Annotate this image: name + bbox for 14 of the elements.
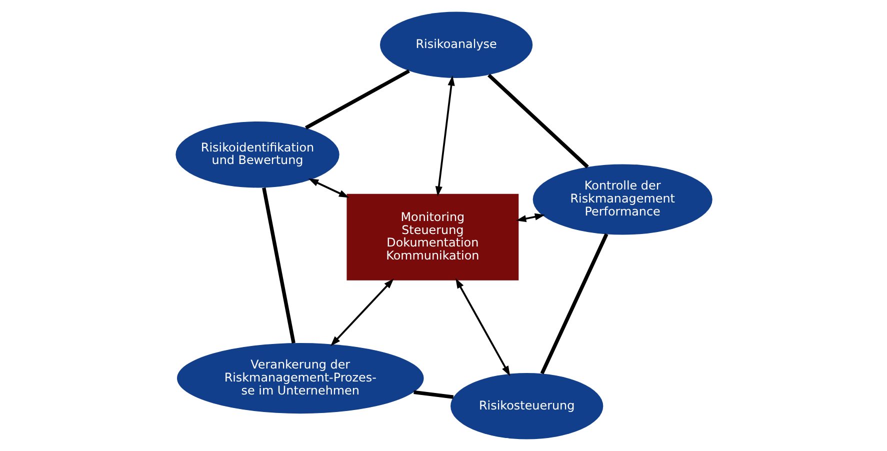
node-box: Monitoring Steuerung Dokumentation Kommunikation [346,194,518,280]
connector [540,233,608,374]
arrow [308,178,349,198]
node-ellipse: Risikosteuerung [450,373,603,440]
connector [304,69,410,130]
node-ellipse: Verankerung der Riskmanagement-Prozes- se im Unternehmen [176,343,424,414]
arrow [434,75,454,196]
connector [487,74,588,168]
connector [262,187,295,344]
arrow [330,278,394,346]
connector [413,390,454,399]
node-ellipse: Risikoanalyse [379,12,532,78]
arrow [455,278,510,376]
arrow [516,213,545,222]
